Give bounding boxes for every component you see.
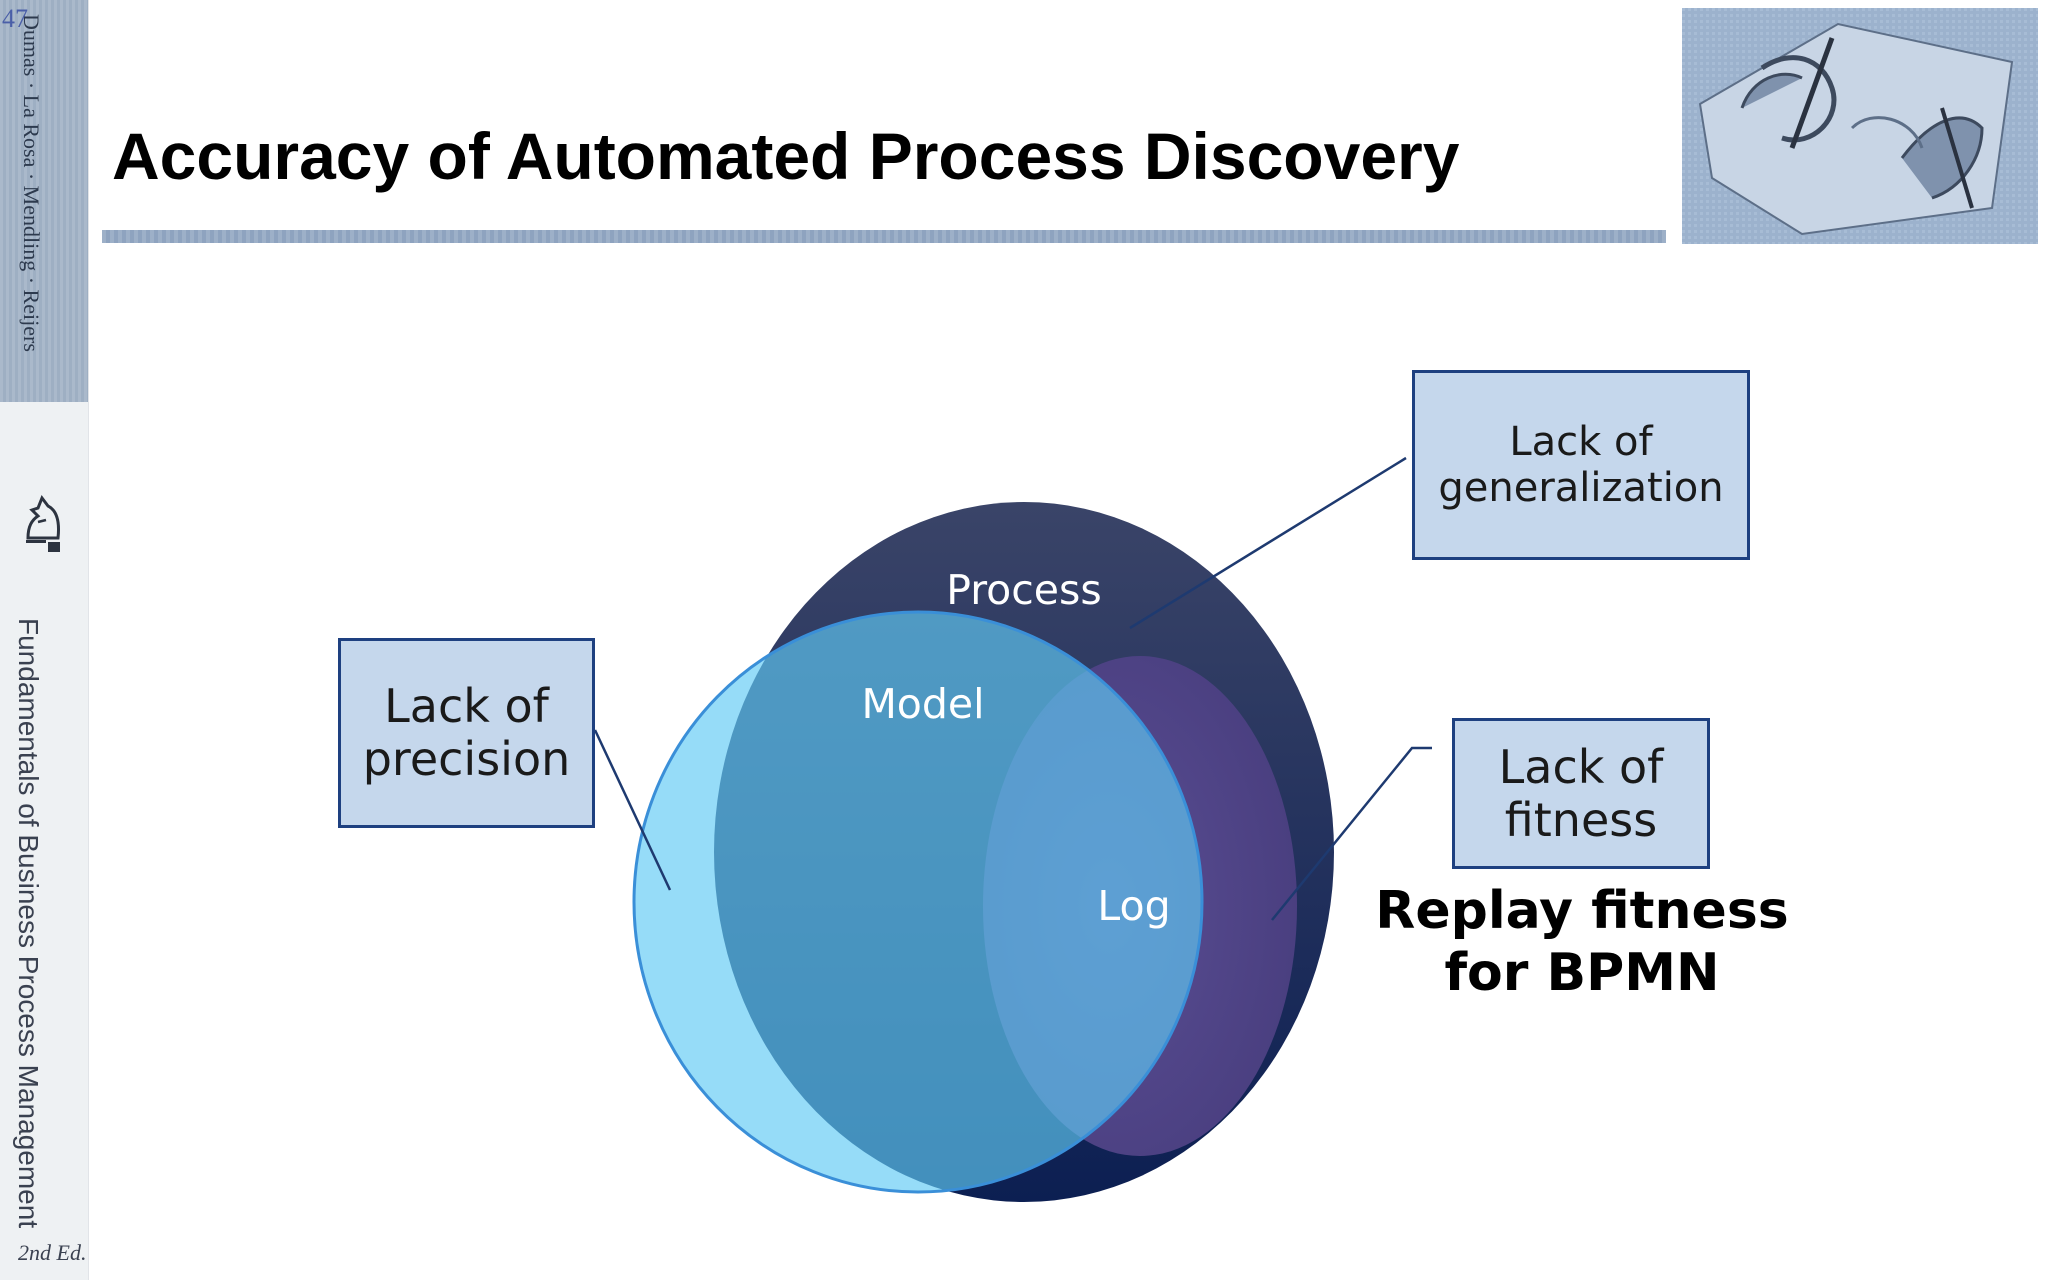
lack-of-generalization-text: Lack of generalization (1438, 419, 1724, 511)
log-label: Log (1097, 882, 1170, 930)
lack-of-generalization-callout: Lack of generalization (1412, 370, 1750, 560)
connector-fitness (1271, 746, 1432, 921)
model-label: Model (861, 680, 984, 728)
slide-title: Accuracy of Automated Process Discovery (112, 119, 1460, 193)
lack-of-precision-callout: Lack of precision (338, 638, 595, 828)
drawing-hands-image (1682, 8, 2038, 244)
connector-precision (593, 729, 672, 891)
title-underline (102, 230, 1666, 243)
book-spine: Dumas · La Rosa · Mendling · Reijers Fun… (0, 0, 89, 1280)
model-ellipse (632, 610, 1204, 1194)
process-label: Process (946, 566, 1102, 614)
replay-fitness-note: Replay fitness for BPMN (1375, 881, 1789, 1003)
spine-edition: 2nd Ed. (18, 1240, 87, 1265)
lack-of-precision-text: Lack of precision (362, 679, 571, 786)
spine-header-band (0, 0, 88, 402)
lack-of-fitness-text: Lack of fitness (1498, 739, 1664, 847)
page-number: 47 (2, 4, 28, 33)
knight-chess-piece-icon (26, 494, 60, 552)
connector-generalization (1129, 456, 1407, 630)
lack-of-fitness-callout: Lack of fitness (1452, 718, 1710, 869)
